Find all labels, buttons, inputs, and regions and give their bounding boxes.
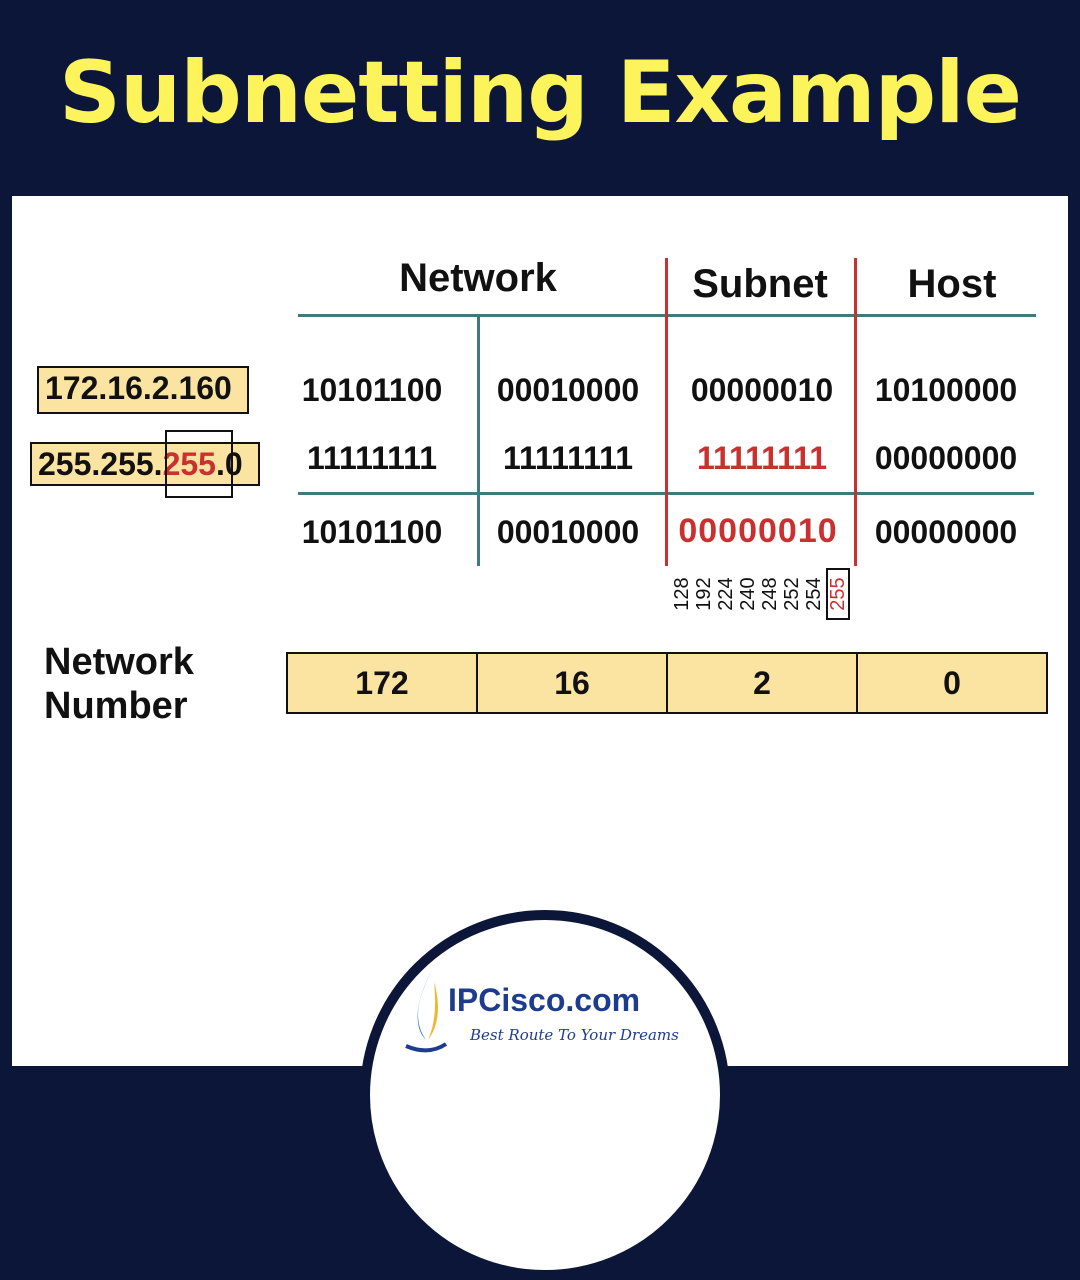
- mask-value: 254: [803, 577, 825, 611]
- mask-octet-highlight-frame: [165, 430, 233, 498]
- network-number-label-line2: Number: [44, 685, 188, 727]
- subnet-mask-box: 255.255.255.0: [30, 442, 260, 486]
- mask-value: 192: [693, 577, 715, 611]
- subnet-boundary-right: [854, 258, 857, 566]
- network-binary-octet-2: 00010000: [496, 514, 640, 550]
- header-network: Network: [399, 256, 557, 300]
- network-number-octet-4: 0: [858, 654, 1046, 712]
- subnet-mask-prefix: 255.255.: [38, 446, 163, 482]
- mask-binary-octet-3: 11111111: [696, 440, 827, 476]
- brand-name: IPCisco.com: [448, 982, 641, 1018]
- ip-binary-octet-1: 10101100: [301, 372, 443, 408]
- octet-divider: [477, 316, 480, 566]
- sail-logo-icon: [405, 970, 448, 1053]
- ip-address-box: 172.16.2.160: [37, 366, 249, 414]
- page-title: Subnetting Example: [59, 43, 1022, 143]
- mask-value-list: 128 192 224 240 248 252 254 255: [671, 568, 850, 620]
- mask-value: 240: [737, 577, 759, 611]
- mask-value: 248: [759, 577, 781, 611]
- brand-tagline: Best Route To Your Dreams: [470, 1026, 679, 1044]
- network-number-octet-2: 16: [478, 654, 668, 712]
- subnet-mask-suffix: .0: [215, 446, 243, 482]
- mask-binary-octet-2: 11111111: [502, 440, 633, 476]
- network-binary-octet-1: 10101100: [301, 514, 443, 550]
- network-binary-octet-3: 00000010: [678, 512, 838, 550]
- mask-value: 128: [671, 577, 693, 611]
- network-binary-octet-4: 00000000: [874, 514, 1018, 550]
- ip-binary-octet-2: 00010000: [496, 372, 640, 408]
- ip-binary-octet-3: 00000010: [690, 372, 834, 408]
- ip-binary-octet-4: 10100000: [874, 372, 1018, 408]
- mask-binary-octet-1: 11111111: [306, 440, 437, 476]
- network-number-label-line1: Network: [44, 641, 194, 683]
- mask-value: 224: [715, 577, 737, 611]
- mask-value: 252: [781, 577, 803, 611]
- network-number-octet-1: 172: [288, 654, 478, 712]
- subnet-boundary-left: [665, 258, 668, 566]
- logo-badge: [360, 910, 730, 1280]
- header-subnet: Subnet: [692, 262, 828, 306]
- mask-value-highlighted: 255: [826, 568, 850, 620]
- header-host: Host: [907, 262, 997, 306]
- subnet-mask-highlight: 255: [162, 446, 216, 482]
- network-number-octet-3: 2: [668, 654, 858, 712]
- network-number-table: 172 16 2 0: [286, 652, 1048, 714]
- mask-binary-octet-4: 00000000: [874, 440, 1018, 476]
- ip-address: 172.16.2.160: [45, 370, 232, 406]
